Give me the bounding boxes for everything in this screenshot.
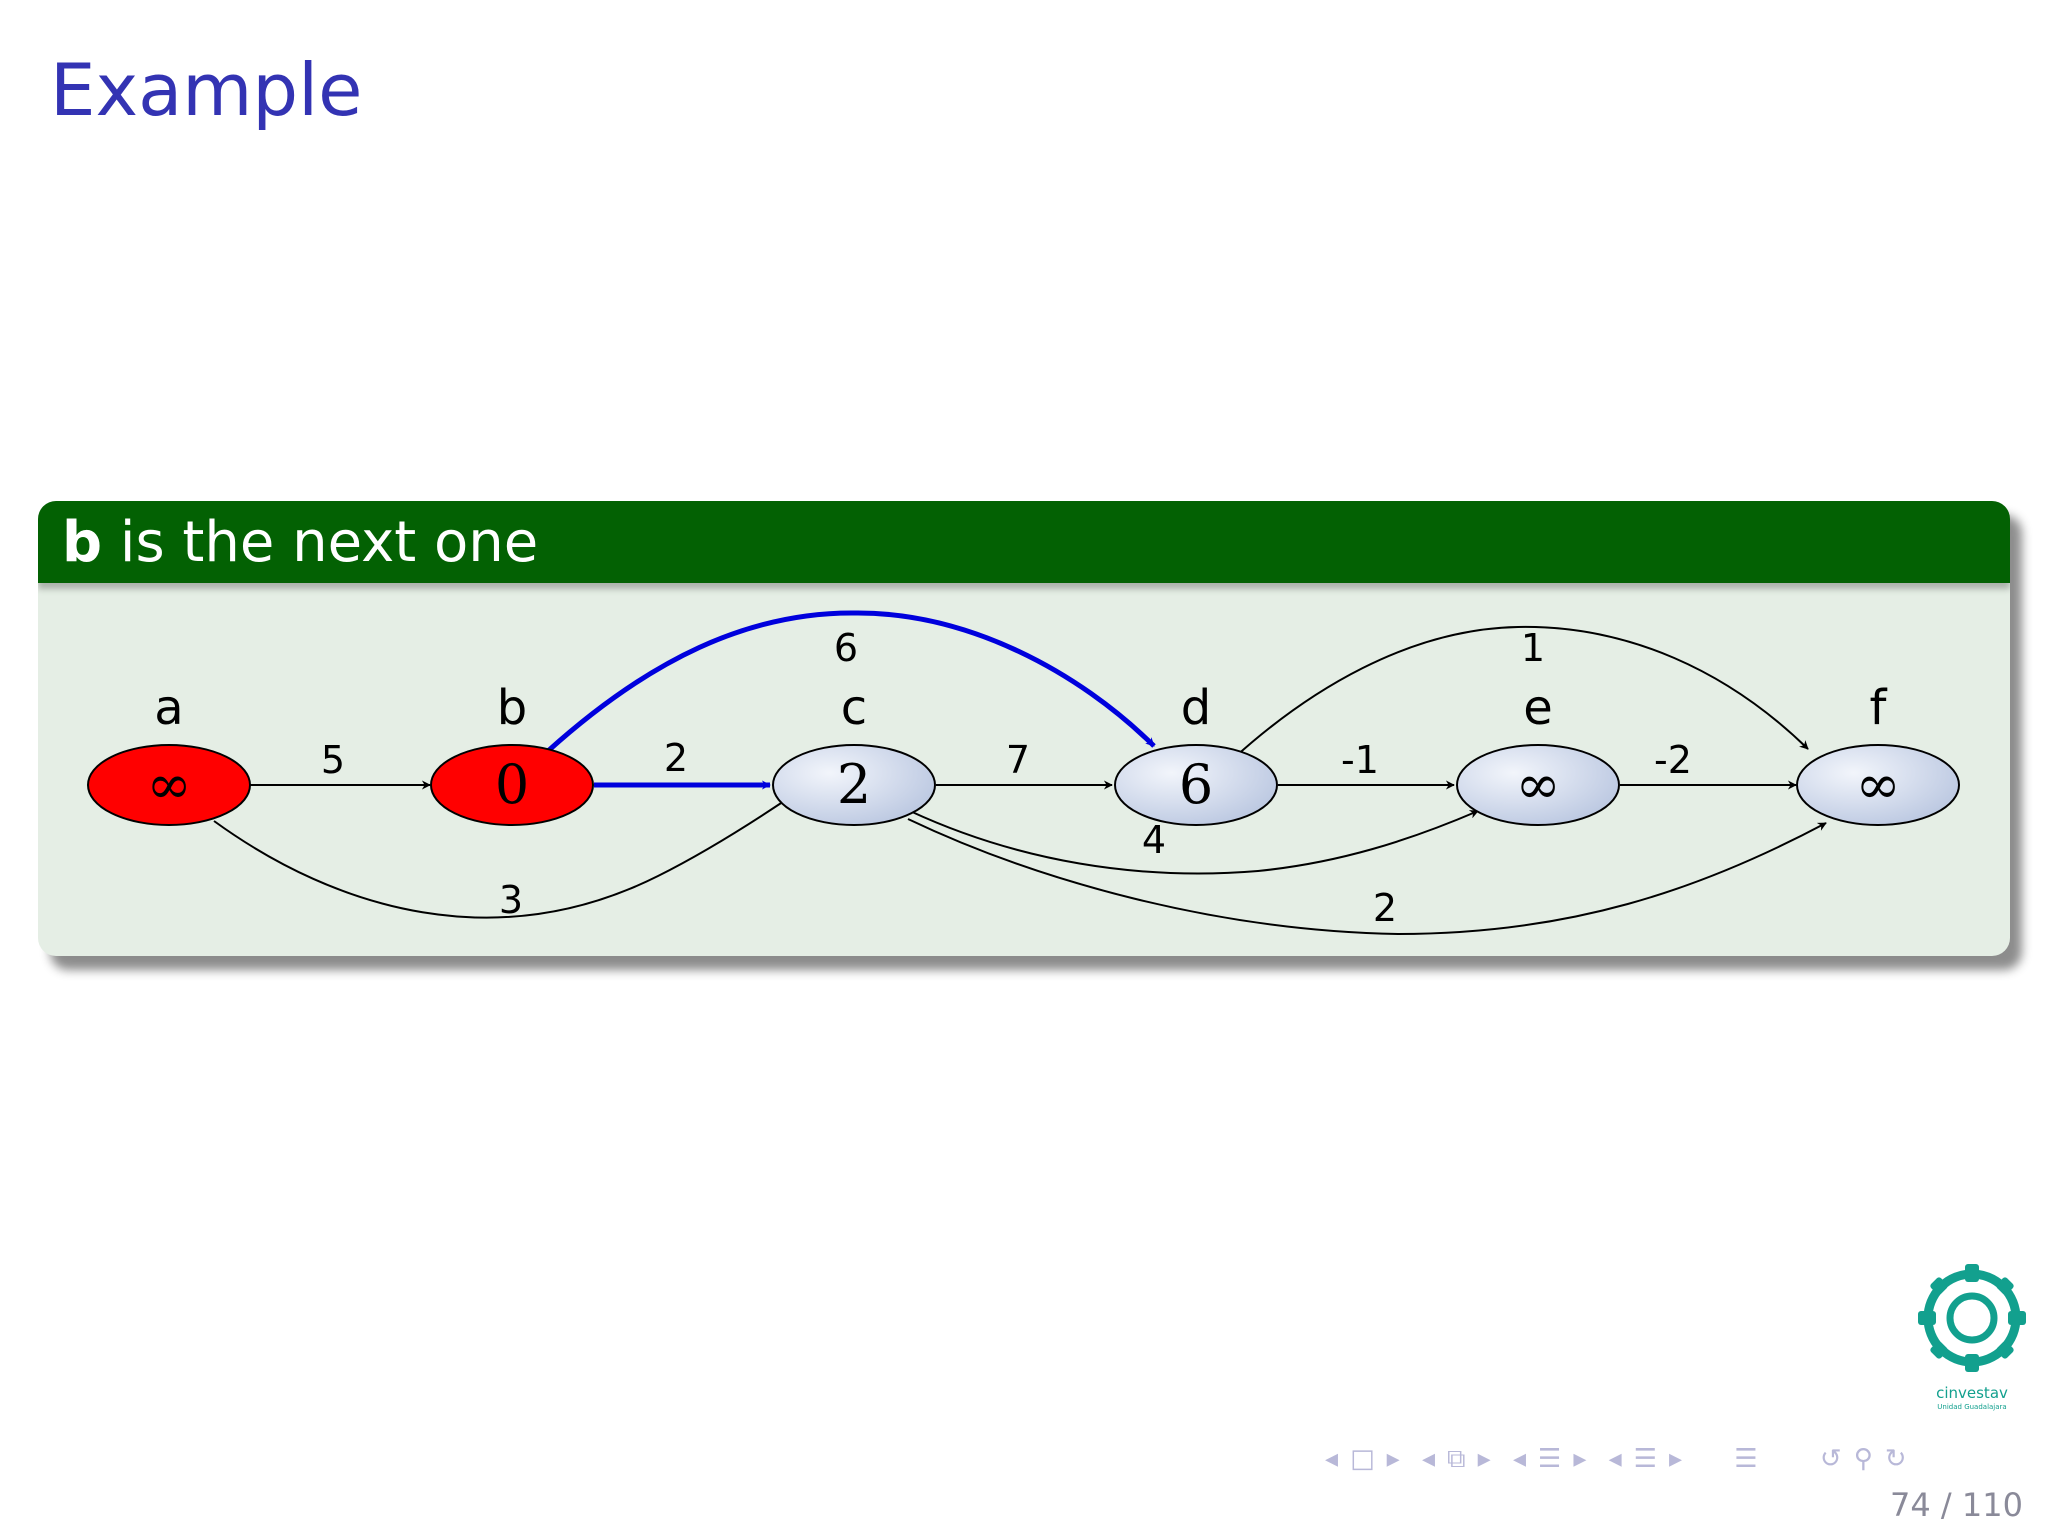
node-f-shape	[1796, 744, 1960, 826]
nav-search-icon[interactable]: ⚲	[1853, 1444, 1875, 1474]
node-d: d 6	[1114, 680, 1278, 826]
logo-subtext: Unidad Guadalajara	[1937, 1403, 2006, 1411]
nav-frame-prev-icon[interactable]: ◂	[1325, 1444, 1341, 1474]
logo-text: cinvestav	[1936, 1384, 2008, 1402]
nav-document-icon[interactable]: ☰	[1734, 1444, 1760, 1474]
node-e-shape	[1456, 744, 1620, 826]
node-a-shape	[87, 744, 251, 826]
edge-a-c	[213, 792, 797, 919]
nav-frame-icon[interactable]: □	[1350, 1444, 1377, 1474]
node-f-value: ∞	[1856, 753, 1901, 816]
node-e-value: ∞	[1516, 753, 1561, 816]
edge-d-f	[1233, 625, 1809, 759]
node-d-label: d	[1181, 680, 1211, 736]
node-a-value: ∞	[147, 753, 192, 816]
page-total: 110	[1961, 1486, 2023, 1524]
example-block: b is the next one 5 3 2 6 7	[38, 501, 2010, 956]
node-a: a ∞	[87, 680, 251, 826]
block-title-rest: is the next one	[102, 510, 539, 575]
edge-label-b-c: 2	[664, 736, 688, 780]
node-b-shape	[430, 744, 594, 826]
edge-label-d-f: 1	[1521, 626, 1545, 670]
edge-b-d	[546, 610, 1156, 753]
nav-subsection-prev-icon[interactable]: ◂	[1421, 1444, 1438, 1474]
page-number: 74 / 110	[1890, 1486, 2023, 1524]
nav-frame-next-icon[interactable]: ▸	[1386, 1444, 1402, 1474]
nav-section-prev-icon[interactable]: ◂	[1512, 1444, 1528, 1474]
edge-label-e-f: -2	[1654, 738, 1692, 782]
nav-section-next-icon[interactable]: ▸	[1573, 1444, 1589, 1474]
edge-label-d-e: -1	[1341, 738, 1379, 782]
page-current: 74	[1890, 1486, 1931, 1524]
block-title-bold: b	[62, 510, 103, 575]
edge-label-a-b: 5	[321, 738, 345, 782]
nav-subsection-next-icon[interactable]: ▸	[1477, 1444, 1493, 1474]
graph-diagram: 5 3 2 6 7 4 2 -1 1 -2 a ∞	[87, 610, 1960, 936]
edge-label-b-d: 6	[834, 626, 858, 670]
node-f: f ∞	[1796, 680, 1960, 826]
node-d-shape	[1114, 744, 1278, 826]
nav-part-next-icon[interactable]: ▸	[1669, 1444, 1685, 1474]
edge-c-e	[909, 810, 1479, 875]
node-d-value: 6	[1179, 753, 1213, 816]
node-c: c 2	[772, 680, 936, 826]
node-e: e ∞	[1456, 680, 1620, 826]
nav-back-icon[interactable]: ↺	[1819, 1444, 1844, 1474]
node-b-value: 0	[495, 753, 529, 816]
nav-subsection-icon[interactable]: ⧉	[1447, 1444, 1468, 1474]
node-b: b 0	[430, 680, 594, 826]
nav-part-prev-icon[interactable]: ◂	[1608, 1444, 1624, 1474]
node-c-shape	[772, 744, 936, 826]
node-a-label: a	[154, 680, 183, 736]
node-b-label: b	[497, 680, 527, 736]
edge-label-c-e: 4	[1142, 818, 1166, 862]
node-f-label: f	[1870, 680, 1888, 736]
edge-label-c-f: 2	[1373, 886, 1397, 930]
block-title: b is the next one	[38, 501, 2010, 583]
edge-label-c-d: 7	[1006, 738, 1030, 782]
slide-title: Example	[50, 48, 363, 132]
nav-forward-icon[interactable]: ↻	[1884, 1444, 1909, 1474]
nav-part-icon[interactable]: ☰	[1633, 1444, 1660, 1474]
nav-section-icon[interactable]: ☰	[1538, 1444, 1564, 1474]
cinvestav-logo: cinvestav Unidad Guadalajara	[1918, 1264, 2026, 1411]
edge-label-a-c: 3	[499, 878, 523, 922]
node-e-label: e	[1523, 680, 1553, 736]
node-c-value: 2	[837, 753, 871, 816]
node-c-label: c	[841, 680, 867, 736]
beamer-navigation: ◂ □ ▸ ◂ ⧉ ▸ ◂ ☰ ▸ ◂ ☰ ▸ ☰ ↺ ⚲ ↻	[1325, 1444, 2045, 1478]
edge-c-f	[907, 818, 1827, 936]
